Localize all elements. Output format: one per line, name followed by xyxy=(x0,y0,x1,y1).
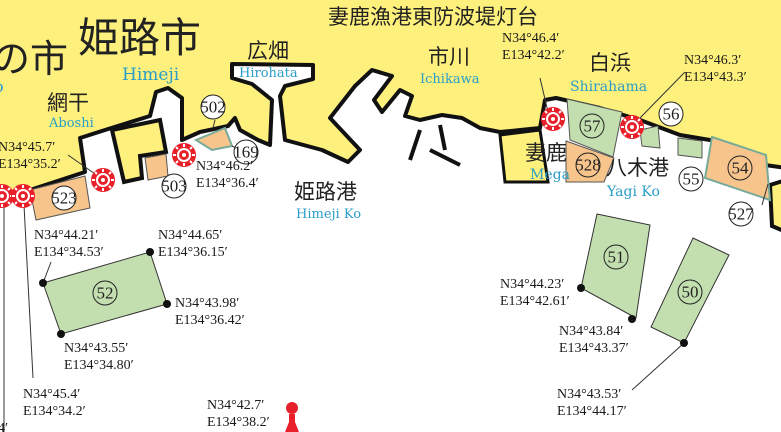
zone-54-label: 54 xyxy=(732,159,750,178)
coord: E134°34.80′ xyxy=(64,358,134,373)
zone-503-label: 503 xyxy=(161,177,187,196)
lighthouse-title: 妻鹿漁港東防波堤灯台 xyxy=(328,5,538,29)
corner-points xyxy=(39,248,688,347)
zone-51 xyxy=(580,213,651,319)
coord: E134°43.37′ xyxy=(559,341,629,356)
land-block-aboshi xyxy=(109,117,169,185)
zone-527-label: 527 xyxy=(728,205,754,224)
zone-169-label: 169 xyxy=(233,143,259,162)
place-himeji-en: Himeji xyxy=(122,65,180,85)
zone-51-label: 51 xyxy=(608,248,625,267)
coord: E134°36.15′ xyxy=(158,245,228,260)
coord: N34°46.4′ xyxy=(502,31,559,46)
zone-55 xyxy=(677,137,703,159)
lighthouse-icon xyxy=(90,167,116,193)
zone-523-label: 523 xyxy=(51,189,77,208)
lighthouse-icon xyxy=(540,106,566,132)
place-aboshi-en: Aboshi xyxy=(48,116,94,131)
lighthouse-icon xyxy=(171,142,197,168)
coord: N34°42.7′ xyxy=(207,398,264,413)
zone-52-label: 52 xyxy=(97,284,114,303)
place-yagi-ko-en: Yagi Ko xyxy=(606,184,660,200)
coord: E134°36.42′ xyxy=(175,313,245,328)
coord: E134°36.4′ xyxy=(196,176,259,191)
land-block-east xyxy=(767,179,781,233)
coord: E134°35.2′ xyxy=(0,157,61,172)
place-ichikawa: 市川 xyxy=(428,45,470,69)
place-mega-en: Mega xyxy=(530,167,570,183)
zone-50-label: 50 xyxy=(682,283,699,302)
coord: N34°43.84′ xyxy=(559,324,623,339)
zone-55-label: 55 xyxy=(683,170,700,189)
coord: N34°44.65′ xyxy=(158,228,222,243)
coord: E134°38.2′ xyxy=(207,415,270,430)
zone-528-label: 528 xyxy=(575,156,601,175)
coord: E134°43.3′ xyxy=(684,70,747,85)
zone-57 xyxy=(566,98,623,158)
lighthouse-icon xyxy=(619,114,645,140)
place-himeji-ko-en: Himeji Ko xyxy=(296,207,361,222)
coord: E134°42.2′ xyxy=(502,48,565,63)
place-aboshi: 網干 xyxy=(47,91,89,115)
lighthouse-icon xyxy=(10,183,36,209)
coord: N34°44.23′ xyxy=(500,277,564,292)
zone-502-label: 502 xyxy=(200,98,226,117)
place-ichikawa-en: Ichikawa xyxy=(420,72,480,87)
coord: N34°45.4′ xyxy=(23,387,80,402)
place-shirahama-en: Shirahama xyxy=(570,79,647,95)
place-mega: 妻鹿 xyxy=(525,141,567,165)
zone-56 xyxy=(639,125,661,149)
place-himeji: 姫路市 xyxy=(78,14,201,62)
coord: N34°46.3′ xyxy=(684,53,741,68)
buoy-icon xyxy=(285,402,299,432)
coord: N34°43.55′ xyxy=(64,341,128,356)
coordinate-labels: N34°45.7′ E134°35.2′ N34°46.2′ E134°36.4… xyxy=(0,31,747,432)
coord: N34°44.21′ xyxy=(34,228,98,243)
coord: N34°46.2′ xyxy=(196,159,253,174)
place-yagi-ko: 八木港 xyxy=(606,156,669,180)
coord: 4′ xyxy=(0,421,8,432)
coord: E134°42.61′ xyxy=(500,294,570,309)
zone-54 xyxy=(703,135,772,202)
place-hirohata-en: Hirohata xyxy=(239,66,298,81)
land-block-mega xyxy=(498,128,550,184)
zone-57-label: 57 xyxy=(584,117,602,136)
zone-labels: 523 503 502 169 57 528 56 55 54 527 52 5… xyxy=(51,94,754,306)
coord: N34°43.98′ xyxy=(175,296,239,311)
place-left-city: の市 xyxy=(0,37,68,81)
zone-56-label: 56 xyxy=(663,105,680,124)
coord: E134°34.2′ xyxy=(23,404,86,419)
place-shirahama: 白浜 xyxy=(589,51,631,75)
place-hirohata: 広畑 xyxy=(247,39,289,63)
coord: E134°34.53′ xyxy=(34,245,104,260)
place-left-city-en: o xyxy=(0,77,4,96)
coord: N34°43.53′ xyxy=(557,387,621,402)
breakwaters xyxy=(408,124,461,167)
place-himeji-ko: 姫路港 xyxy=(294,180,357,204)
coord: E134°44.17′ xyxy=(557,404,627,419)
coord: N34°45.7′ xyxy=(0,140,55,155)
